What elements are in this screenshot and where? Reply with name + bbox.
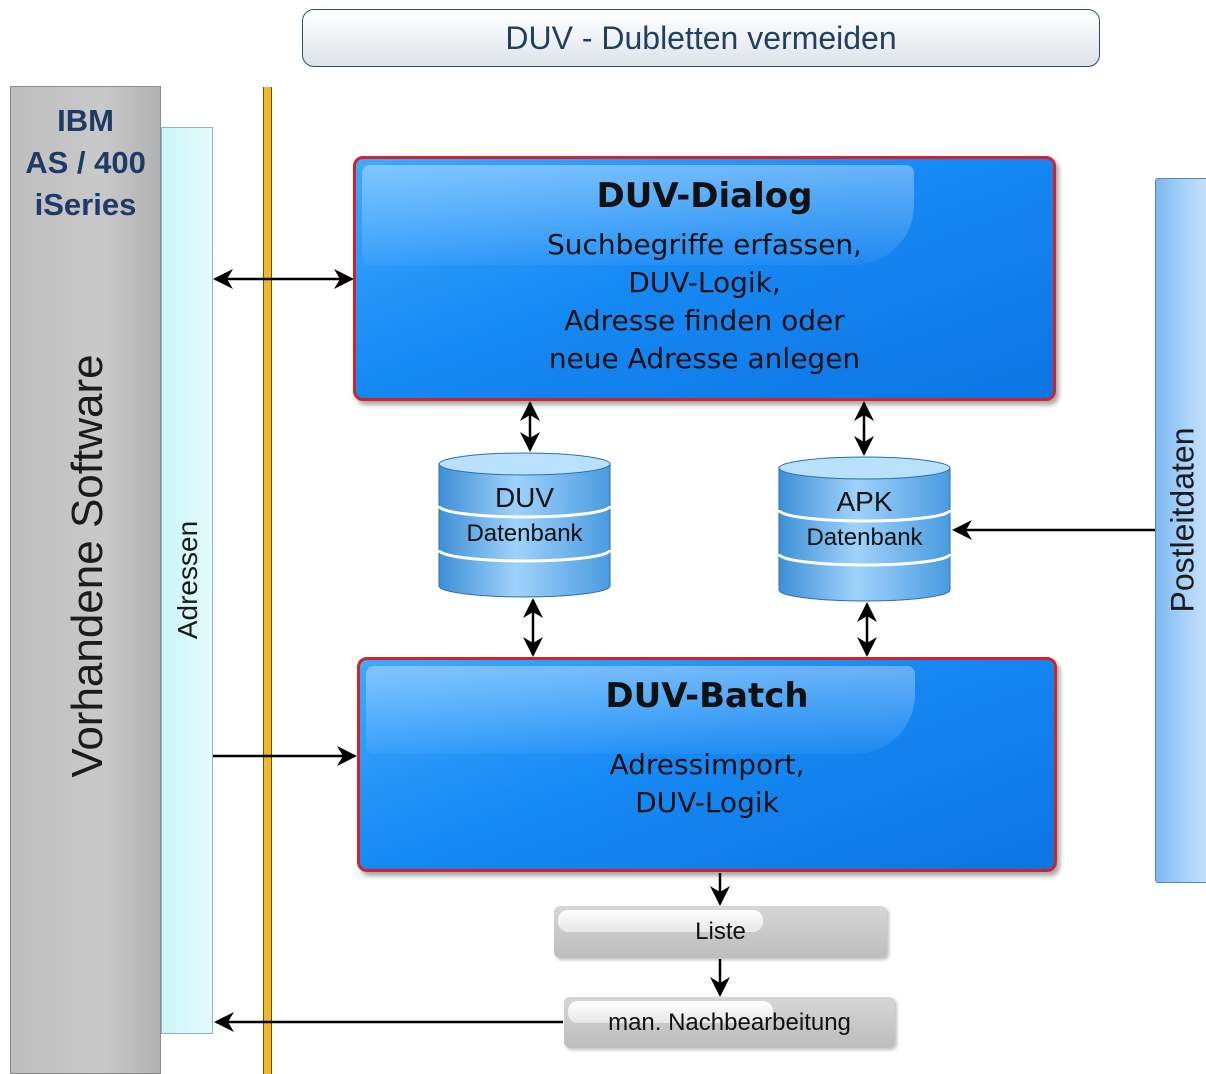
duv-dialog-description: Suchbegriffe erfassen, DUV-Logik, Adress…: [356, 226, 1053, 378]
duv-dialog-title: DUV-Dialog: [596, 176, 813, 216]
addresses-column: [161, 127, 213, 1034]
duv-batch-description: Adressimport, DUV-Logik: [360, 746, 1054, 822]
batch-line: DUV-Logik: [635, 786, 779, 819]
liste-label: Liste: [695, 918, 746, 945]
ibm-line: IBM: [57, 103, 114, 138]
database-icon: [777, 456, 952, 602]
manual-postprocessing-label: man. Nachbearbeitung: [608, 1008, 851, 1036]
database-sublabel: Datenbank: [466, 520, 583, 547]
database-icon: [437, 452, 612, 598]
batch-line: Adressimport,: [609, 748, 805, 781]
liste-box: Liste: [554, 906, 887, 958]
manual-postprocessing-box: man. Nachbearbeitung: [564, 997, 895, 1048]
ibm-system-label: IBM AS / 400 iSeries: [10, 100, 161, 226]
interface-bus: [263, 87, 272, 1074]
database-sublabel: Datenbank: [806, 524, 923, 551]
duv-batch-title: DUV-Batch: [605, 676, 809, 716]
dialog-line: Suchbegriffe erfassen,: [547, 228, 862, 261]
duv-database: DUV Datenbank: [437, 452, 612, 598]
apk-database: APK Datenbank: [777, 456, 952, 602]
dialog-line: Adresse finden oder: [564, 304, 845, 337]
database-name: DUV: [494, 482, 555, 513]
dialog-line: DUV-Logik,: [628, 266, 781, 299]
dialog-line: neue Adresse anlegen: [548, 342, 861, 375]
postal-data-column: [1155, 178, 1206, 883]
diagram-title: DUV - Dubletten vermeiden: [302, 9, 1100, 67]
iseries-line: iSeries: [34, 187, 137, 222]
database-name: APK: [836, 486, 893, 517]
as400-line: AS / 400: [25, 145, 146, 180]
